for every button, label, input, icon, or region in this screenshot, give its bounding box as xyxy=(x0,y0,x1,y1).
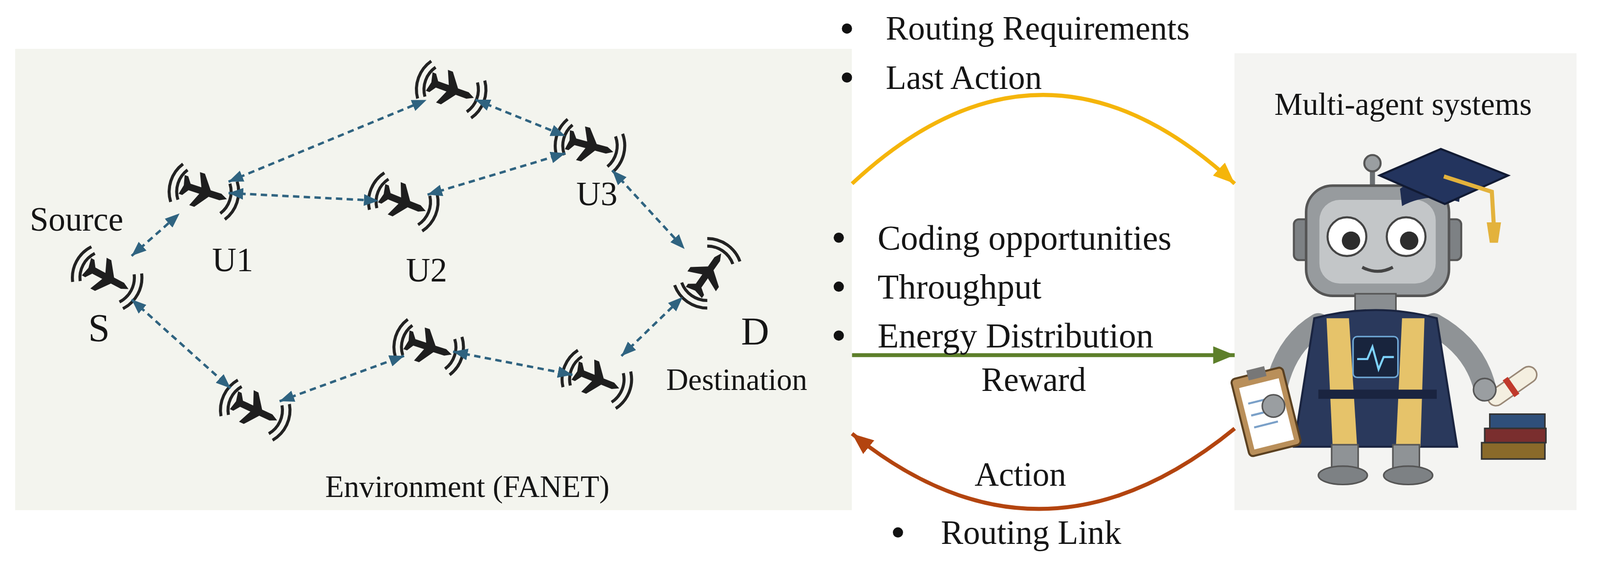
clipboard-clip xyxy=(1246,366,1267,381)
uav-node xyxy=(404,322,454,372)
bullet xyxy=(842,23,853,34)
bullet xyxy=(833,232,844,243)
link-arrow xyxy=(228,193,379,201)
clipboard-paper xyxy=(1238,378,1294,450)
chest-screen xyxy=(1353,336,1399,378)
bullet-text: Energy Distribution xyxy=(877,318,1154,353)
node-label: U3 xyxy=(576,176,618,211)
robot-gown xyxy=(1294,310,1458,448)
uav-node xyxy=(426,65,476,115)
gown-trim xyxy=(1326,318,1358,447)
grad-cap-tassel-end xyxy=(1486,222,1501,243)
uav-node: U2 xyxy=(378,177,428,227)
bullet-text: Routing Requirements xyxy=(885,11,1190,46)
uav-node: SourceS xyxy=(82,253,132,303)
book xyxy=(1481,442,1545,459)
uav-symbol xyxy=(363,170,443,234)
bullet xyxy=(833,330,844,341)
uav-node xyxy=(572,355,622,405)
link-arrow xyxy=(621,297,683,357)
bullet xyxy=(842,72,853,83)
uav-node: U3 xyxy=(565,121,615,171)
bullet xyxy=(833,281,844,292)
uav-node: U1 xyxy=(179,167,229,217)
uav-symbol xyxy=(215,377,295,443)
link-arrow xyxy=(427,153,566,195)
robot-head xyxy=(1306,185,1449,296)
gown-trim xyxy=(1395,318,1425,447)
link-arrow xyxy=(131,299,231,389)
robot-eye xyxy=(1386,217,1426,257)
heartbeat-line xyxy=(1357,346,1394,370)
robot-pupil xyxy=(1400,231,1419,251)
robot-foot xyxy=(1318,466,1368,485)
node-label: D xyxy=(740,312,769,351)
flow-arrow xyxy=(851,428,1235,509)
book xyxy=(1484,428,1546,443)
robot-hand xyxy=(1262,394,1285,418)
edge-label: Reward xyxy=(981,362,1086,397)
uav-icon xyxy=(353,152,453,252)
robot-eye xyxy=(1327,217,1367,257)
node-label: U1 xyxy=(212,243,254,278)
bullet-text: Throughput xyxy=(877,269,1042,304)
uav-symbol xyxy=(389,317,468,377)
uav-symbol xyxy=(551,117,629,175)
flow-arrow xyxy=(851,353,1235,358)
bullet-text: Last Action xyxy=(885,60,1042,95)
uav-symbol xyxy=(411,59,491,121)
uav-symbol xyxy=(557,347,637,411)
uav-icon xyxy=(381,299,477,395)
link-arrow xyxy=(475,99,566,136)
link-arrow xyxy=(612,170,685,250)
robot-illustration xyxy=(1229,149,1547,485)
link-arrow xyxy=(453,351,573,375)
robot-hand xyxy=(1473,378,1496,401)
uav-node xyxy=(230,385,280,435)
robot-belt xyxy=(1318,389,1437,399)
book xyxy=(1489,413,1545,429)
link-arrow xyxy=(228,99,427,182)
clipboard xyxy=(1229,362,1302,457)
paper-line xyxy=(1254,421,1278,428)
node-label: Multi-agent systems xyxy=(1274,88,1533,121)
robot-pupil xyxy=(1341,231,1361,251)
robot-foot xyxy=(1383,466,1433,485)
node-label: S xyxy=(87,309,110,348)
link-arrow xyxy=(279,355,405,402)
robot-face xyxy=(1319,199,1436,284)
uav-icon xyxy=(402,41,500,139)
node-label: Source xyxy=(29,202,124,237)
grad-cap-tassel xyxy=(1444,176,1494,227)
uav-node: DDestination xyxy=(682,248,732,298)
flow-arrow xyxy=(851,94,1235,184)
edge-label: Action xyxy=(974,457,1067,492)
node-label: Environment (FANET) xyxy=(325,471,610,503)
uav-symbol xyxy=(164,162,243,222)
uav-icon xyxy=(204,360,305,461)
scroll-ribbon xyxy=(1502,376,1520,397)
panel-box: Environment (FANET)SourceSU1U2U3DDestina… xyxy=(15,48,852,511)
robot-antenna-ball xyxy=(1364,154,1381,172)
bullet-text: Routing Link xyxy=(940,515,1122,550)
robot-mouth xyxy=(1362,267,1393,272)
clipboard-board xyxy=(1230,367,1302,457)
node-label: Destination xyxy=(666,364,808,395)
bullet xyxy=(892,527,904,538)
uav-icon xyxy=(156,144,252,240)
link-arrow xyxy=(131,213,180,257)
bullet-text: Coding opportunities xyxy=(877,220,1172,256)
node-label: U2 xyxy=(406,253,448,288)
